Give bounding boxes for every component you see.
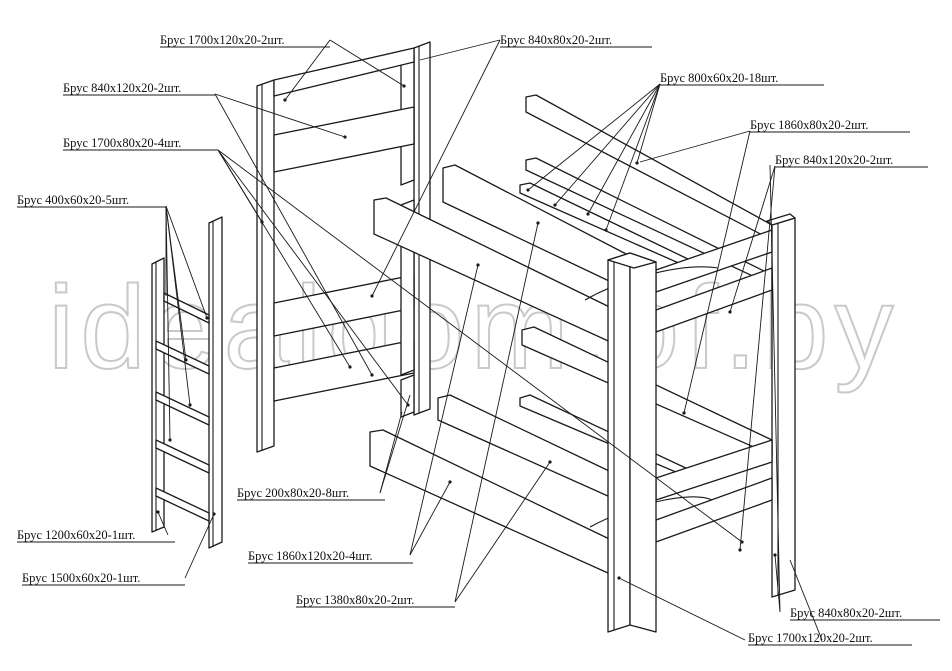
- label-brus-1700x120-top: Брус 1700x120x20-2шт.: [160, 33, 285, 47]
- label-brus-1380x80: Брус 1380x80x20-2шт.: [296, 593, 414, 607]
- label-brus-840x80-top: Брус 840x80x20-2шт.: [500, 33, 612, 47]
- label-brus-840x120-left: Брус 840x120x20-2шт.: [63, 81, 181, 95]
- label-brus-1500x60: Брус 1500x60x20-1шт.: [22, 571, 140, 585]
- headboard-top-cap: [273, 47, 415, 97]
- ladder-rail-long: [208, 216, 223, 549]
- label-brus-1700x80: Брус 1700x80x20-4шт.: [63, 136, 181, 150]
- label-brus-400x60: Брус 400x60x20-5шт.: [17, 193, 129, 207]
- headboard-low-panel: [273, 339, 415, 402]
- label-brus-1860x120: Брус 1860x120x20-4шт.: [248, 549, 373, 563]
- label-brus-1700x120-bottom: Брус 1700x120x20-2шт.: [748, 631, 873, 645]
- label-brus-1200x60: Брус 1200x60x20-1шт.: [17, 528, 135, 542]
- label-brus-840x80-bottom: Брус 840x80x20-2шт.: [790, 606, 902, 620]
- headboard-post-left: [256, 79, 275, 453]
- ladder: [151, 216, 223, 549]
- bed-frame: [369, 94, 796, 633]
- label-brus-800x60: Брус 800x60x20-18шт.: [660, 71, 778, 85]
- label-brus-840x120-right: Брус 840x120x20-2шт.: [775, 153, 893, 167]
- leader-lines: [156, 39, 823, 641]
- label-brus-200x80: Брус 200x80x20-8шт.: [237, 486, 349, 500]
- label-brus-1860x80: Брус 1860x80x20-2шт.: [750, 118, 868, 132]
- front-post: [607, 252, 631, 633]
- headboard-top-panel: [273, 106, 415, 173]
- side-panel-bottom: [369, 429, 629, 583]
- part-labels: Брус 1700x120x20-2шт. Брус 840x80x20-2шт…: [17, 33, 940, 646]
- headboard-frame: [256, 41, 431, 453]
